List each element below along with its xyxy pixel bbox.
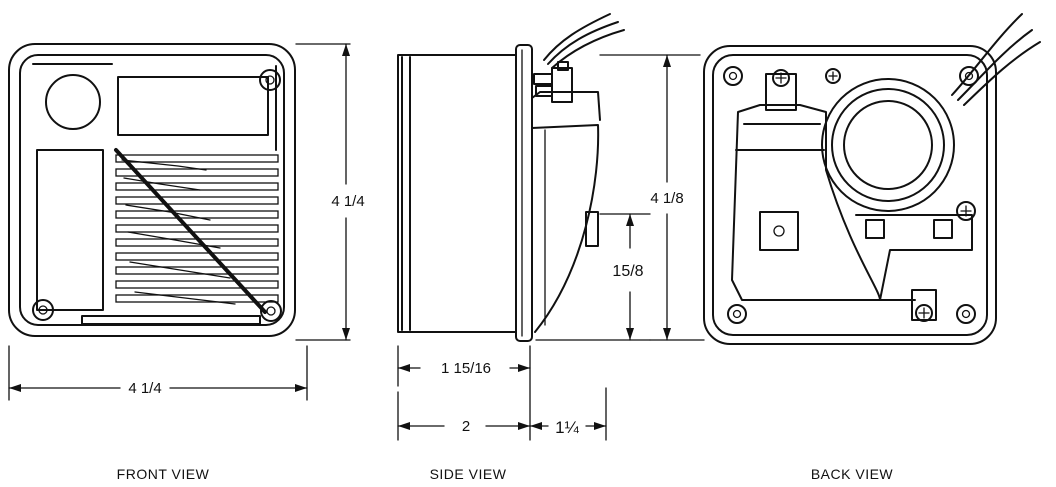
side-view-label: SIDE VIEW — [430, 466, 507, 482]
side-overall-depth-dimension: 2 — [397, 391, 531, 441]
front-width-dimension: 4 1/4 — [8, 345, 308, 401]
back-inner-frame — [712, 54, 988, 336]
back-terminal-block — [759, 211, 799, 251]
back-screw-bottom-terminal — [915, 304, 933, 322]
front-width-label: 4 1/4 — [128, 380, 161, 397]
side-view — [397, 13, 625, 342]
side-screw — [533, 61, 573, 103]
front-screw-top-right — [259, 69, 281, 91]
back-screw-bottom-left — [727, 304, 747, 324]
back-wires — [951, 13, 1041, 106]
front-view-label: FRONT VIEW — [117, 466, 210, 482]
side-body-depth-dimension: 1 15/16 — [397, 345, 531, 441]
back-view — [703, 13, 1041, 345]
back-height-label: 4 1/8 — [650, 190, 683, 207]
back-horn-inner — [843, 100, 933, 190]
side-lower-height-dimension: 15/8 — [535, 213, 651, 341]
side-body-depth-label: 1 15/16 — [441, 360, 491, 377]
side-rear-depth-label: 1¼ — [555, 418, 579, 437]
front-diagonal-stripe — [114, 148, 267, 314]
back-view-label: BACK VIEW — [811, 466, 894, 482]
side-rear-depth-dimension: 1¼ — [529, 387, 607, 441]
back-horn-outer — [821, 78, 955, 212]
back-horn-ring — [831, 88, 945, 202]
back-terminal-screw — [773, 225, 785, 237]
back-outer-frame — [703, 45, 997, 345]
side-rear-horn — [531, 124, 600, 333]
back-housing-body — [731, 104, 881, 301]
back-screw-top-right — [959, 66, 979, 86]
front-outer-frame — [8, 43, 296, 337]
front-screw-bottom-right — [260, 300, 282, 322]
side-lower-height-label: 15/8 — [612, 263, 643, 280]
front-height-label: 4 1/4 — [331, 193, 364, 210]
back-height-dimension: 4 1/8 — [599, 54, 705, 341]
side-body — [397, 54, 517, 333]
back-screw-bracket — [772, 69, 790, 87]
front-indicator-circle — [45, 74, 101, 130]
back-screw-horn — [956, 201, 976, 221]
side-wires — [543, 13, 625, 69]
front-left-panel — [36, 149, 104, 311]
front-label-window — [117, 76, 269, 136]
front-bottom-slot — [81, 315, 261, 325]
back-small-terminal-left — [865, 219, 885, 239]
front-height-dimension: 4 1/4 — [295, 43, 365, 341]
side-overall-depth-label: 2 — [462, 418, 470, 435]
front-view — [8, 43, 296, 337]
back-screw-plus-top — [825, 68, 841, 84]
front-screw-bottom-left — [32, 299, 54, 321]
back-screw-top-left — [723, 66, 743, 86]
back-small-terminal-right — [933, 219, 953, 239]
back-bracket — [855, 214, 973, 301]
side-flange — [515, 44, 533, 342]
side-terminal — [585, 211, 599, 247]
back-screw-bottom-right — [956, 304, 976, 324]
